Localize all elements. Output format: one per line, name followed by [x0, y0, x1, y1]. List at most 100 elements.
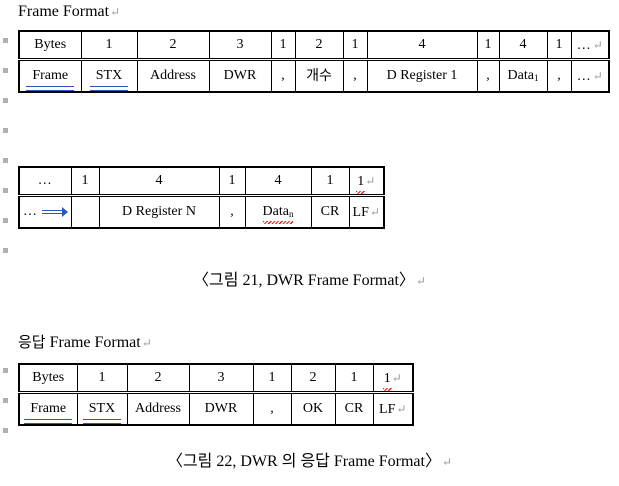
cell-frame-comma1: , — [270, 59, 296, 93]
byte-count-text: 1 — [382, 370, 392, 391]
paragraph-mark-icon: ↵ — [592, 37, 603, 52]
change-bar — [3, 398, 8, 403]
table-row: … D Register N , Datan CR LF↵ — [18, 195, 385, 229]
dwr-frame-format-table-part2: … 1 4 1 4 1 1↵ … D Register N , Datan CR… — [18, 166, 385, 229]
cell-frame-lf: LF↵ — [348, 195, 385, 229]
cell-frame-comma2: , — [342, 59, 368, 93]
cell-frame-comma — [70, 195, 100, 229]
cell-frame-count: 개수 — [294, 59, 344, 93]
cell-frame-ellipsis: …↵ — [570, 59, 610, 93]
data-label-text: Data — [262, 204, 289, 219]
cell-frame-cr: CR — [310, 195, 350, 229]
figure-caption-text: 〈그림 22, DWR 의 응답 Frame Format〉 — [166, 453, 441, 470]
inserted-text: STX — [82, 401, 122, 424]
cell-frame-lf: LF↵ — [372, 392, 414, 426]
change-bar — [3, 128, 8, 133]
figure-caption-text: 〈그림 21, DWR Frame Format〉 — [193, 272, 415, 289]
section-heading-text: Frame Format — [18, 3, 110, 20]
paragraph-mark-icon: ↵ — [365, 173, 376, 188]
change-bar — [3, 98, 8, 103]
cell-frame-address: Address — [136, 59, 210, 93]
cell-frame-ok: OK — [290, 392, 336, 426]
paragraph-mark-icon: ↵ — [391, 370, 402, 385]
inserted-text: Frame — [26, 68, 74, 91]
cell-frame-cr: CR — [334, 392, 374, 426]
cell-frame-dwr: DWR — [188, 392, 254, 426]
cell-bytes-label: Bytes — [18, 30, 82, 61]
change-bar — [3, 428, 8, 433]
change-bar — [3, 248, 8, 253]
change-bar — [3, 68, 8, 73]
section-heading-frame-format: Frame Format↵ — [18, 2, 120, 22]
cell-bytes-dwr: 3 — [188, 363, 254, 394]
paragraph-mark-icon: ↵ — [592, 68, 603, 83]
table-row: Frame STX Address DWR , 개수 , D Register … — [18, 59, 610, 93]
change-bar — [3, 38, 8, 43]
cell-bytes-comma1: 1 — [270, 30, 296, 61]
cell-bytes-comma3: 1 — [476, 30, 500, 61]
cell-frame-address: Address — [126, 392, 190, 426]
cell-frame-dregister1: D Register 1 — [366, 59, 478, 93]
dwr-response-frame-format-table: Bytes 1 2 3 1 2 1 1↵ Frame STX Address D… — [18, 363, 414, 426]
data-label: Data — [507, 68, 534, 83]
cell-bytes-label: Bytes — [18, 363, 78, 394]
inserted-text: STX — [89, 68, 129, 91]
table-row: Bytes 1 2 3 1 2 1 4 1 4 1 …↵ — [18, 30, 610, 61]
cell-frame-comma3: , — [476, 59, 500, 93]
change-bar — [3, 188, 8, 193]
cell-bytes-count: 2 — [294, 30, 344, 61]
figure-caption-22: 〈그림 22, DWR 의 응답 Frame Format〉↵ — [0, 452, 619, 472]
section-heading-kr: 응답 — [18, 333, 46, 351]
cell-bytes-dregisterN: 4 — [98, 166, 220, 197]
table-row: Frame STX Address DWR , OK CR LF↵ — [18, 392, 414, 426]
lf-text: LF — [352, 204, 369, 220]
data-subscript: n — [288, 209, 294, 219]
paragraph-mark-icon: ↵ — [396, 401, 407, 416]
cell-bytes-stx: 1 — [76, 363, 128, 394]
paragraph-mark-icon: ↵ — [110, 5, 121, 19]
cell-bytes-lf: 1↵ — [348, 166, 385, 197]
cell-bytes-dwr: 3 — [208, 30, 272, 61]
cell-bytes-comma: 1 — [252, 363, 292, 394]
cell-frame-comma: , — [252, 392, 292, 426]
cell-bytes-comma4: 1 — [546, 30, 572, 61]
change-bar — [3, 158, 8, 163]
cell-bytes-cr: 1 — [334, 363, 374, 394]
dwr-frame-format-table-part1: Bytes 1 2 3 1 2 1 4 1 4 1 …↵ Frame STX A… — [18, 30, 610, 93]
cell-frame-stx: STX — [76, 392, 128, 426]
paragraph-mark-icon: ↵ — [415, 274, 426, 288]
ellipsis-text: … — [37, 173, 53, 188]
paragraph-mark-icon: ↵ — [141, 336, 152, 350]
paragraph-mark-icon: ↵ — [369, 204, 380, 219]
cell-frame-comma4: , — [546, 59, 572, 93]
cell-bytes-ellipsis-label: … — [18, 166, 72, 197]
cell-frame-dataN: Datan — [244, 195, 312, 229]
cell-bytes-dataN: 4 — [244, 166, 312, 197]
figure-caption-21: 〈그림 21, DWR Frame Format〉↵ — [0, 271, 619, 291]
cell-bytes-data1: 4 — [498, 30, 548, 61]
insertion-arrow-icon — [41, 206, 68, 217]
change-bar — [3, 368, 8, 373]
cell-bytes-address: 2 — [126, 363, 190, 394]
cell-bytes-lf: 1↵ — [372, 363, 414, 394]
change-bar — [3, 218, 8, 223]
data-label: Datan — [262, 204, 294, 224]
cell-frame-comma2: , — [218, 195, 246, 229]
cell-bytes-ellipsis: …↵ — [570, 30, 610, 61]
section-heading-response-frame-format: 응답 Frame Format↵ — [18, 332, 152, 353]
data-subscript: 1 — [533, 73, 539, 83]
cell-bytes-comma2: 1 — [342, 30, 368, 61]
ellipsis-text: … — [576, 68, 592, 84]
cell-bytes-stx: 1 — [80, 30, 138, 61]
byte-count-text: 1 — [356, 173, 366, 194]
inserted-text: Frame — [24, 401, 72, 424]
cell-bytes-ok: 2 — [290, 363, 336, 394]
ellipsis-text: … — [576, 37, 592, 53]
ellipsis-text: … — [23, 204, 38, 219]
cell-bytes-comma2: 1 — [218, 166, 246, 197]
cell-frame-label: Frame — [18, 392, 78, 426]
cell-bytes-comma: 1 — [70, 166, 100, 197]
cell-frame-ellipsis-label: … — [18, 195, 72, 229]
paragraph-mark-icon: ↵ — [441, 455, 453, 469]
cell-frame-dwr: DWR — [208, 59, 272, 93]
